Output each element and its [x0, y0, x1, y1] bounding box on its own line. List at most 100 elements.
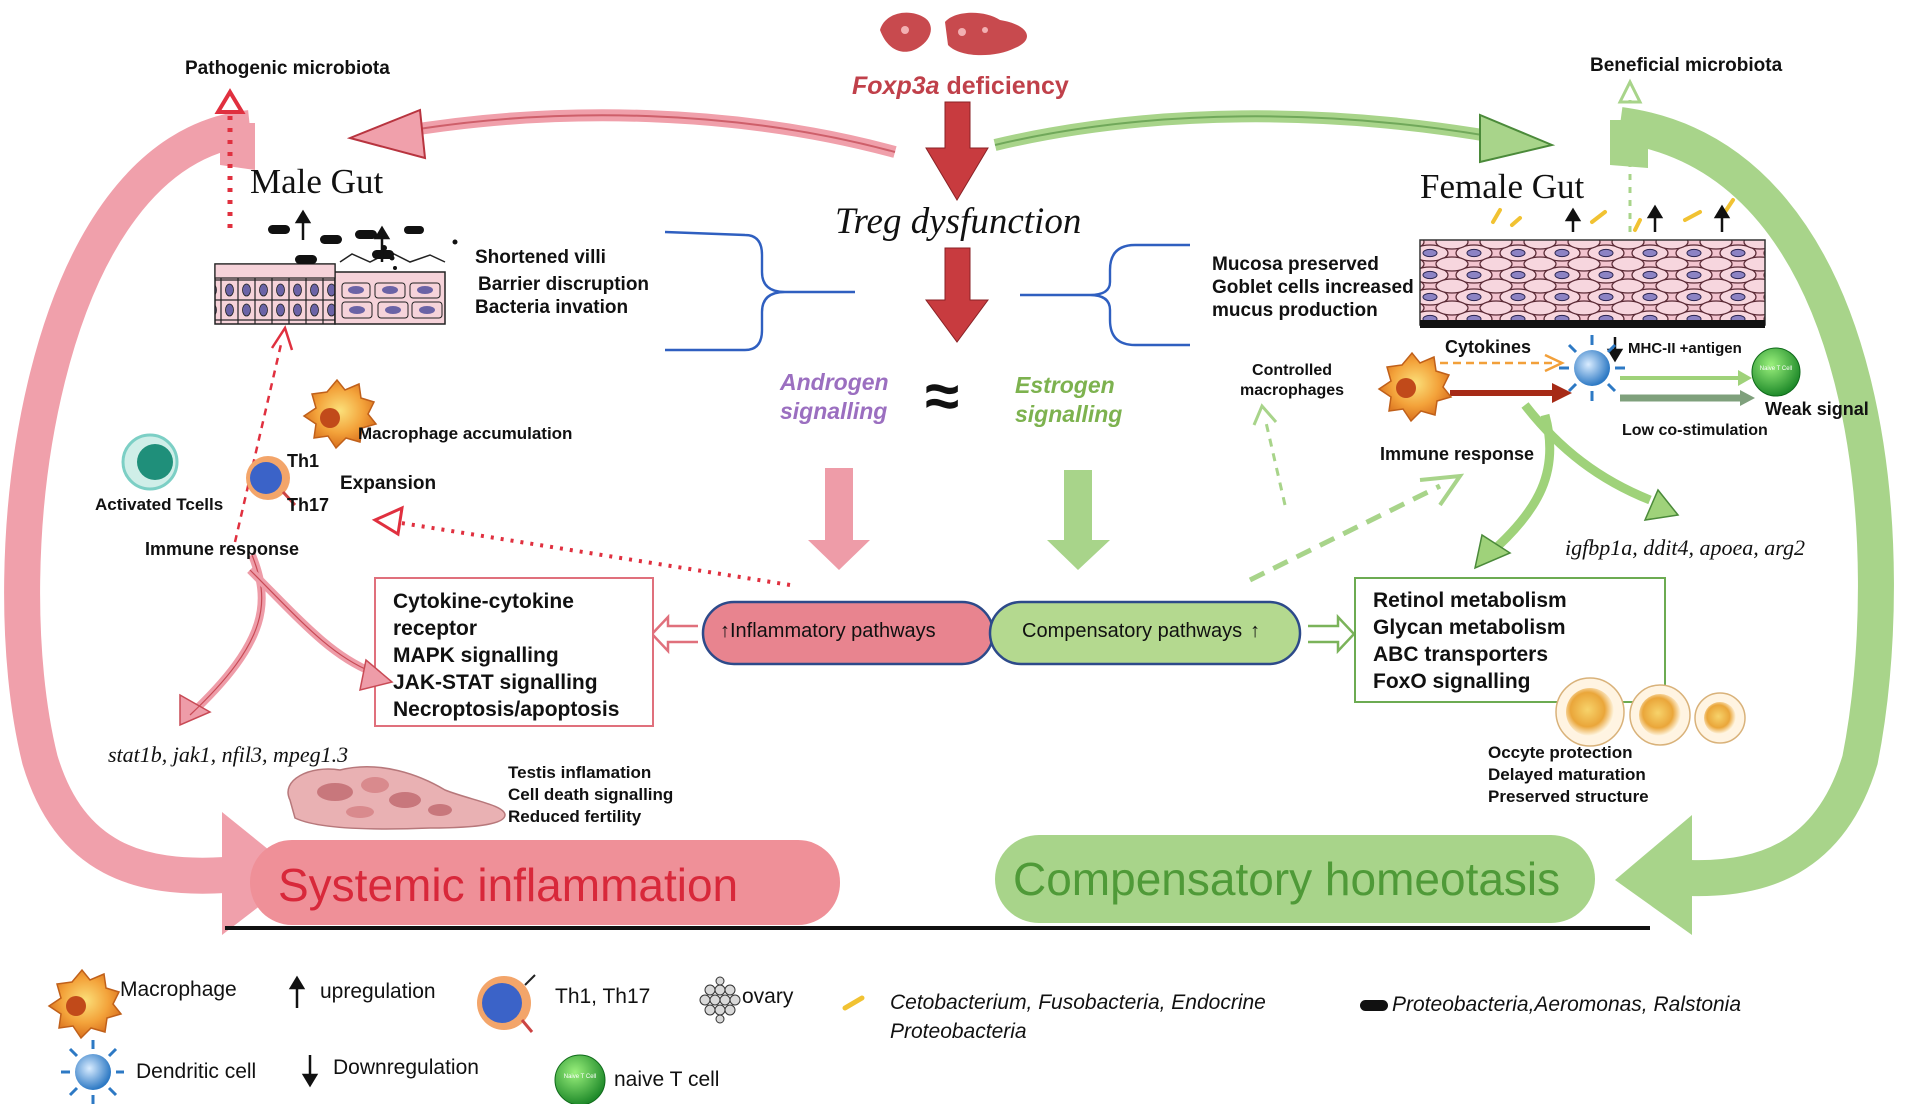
male-gut-up-arrows: [294, 209, 391, 262]
female-loop-arrowhead: [1615, 815, 1692, 935]
arc-female-head: [1479, 113, 1556, 164]
th-cell-icon: [246, 456, 297, 507]
female-bracket: [1020, 243, 1190, 347]
inflammatory-text: Inflammatory pathways: [730, 620, 936, 642]
treg-dysfunction-label: Treg dysfunction: [835, 201, 1082, 242]
female-pathway-list: Retinol metabolism Glycan metabolism ABC…: [1373, 587, 1567, 695]
systemic-inflammation-label: Systemic inflammation: [278, 859, 739, 911]
dashed-immune-to-gut: [233, 339, 284, 543]
legend-th-label: Th1, Th17: [555, 985, 651, 1008]
pathogenic-bacteria-male: [268, 225, 458, 270]
legend-upregulation-label: upregulation: [320, 980, 436, 1003]
female-loop-top-flag: [1610, 120, 1648, 168]
male-pathway-list: Cytokine-cytokine receptor MAPK signalli…: [393, 588, 619, 723]
legend-pathogenic-bacteria-label: Proteobacteria,Aeromonas, Ralstonia: [1392, 993, 1742, 1016]
curve-to-male-genes: [187, 553, 266, 718]
androgen-line-1: Androgen: [780, 369, 889, 395]
legend-dendritic-icon: [61, 1040, 124, 1104]
male-loop-top-flag: [220, 123, 255, 170]
inflammatory-pathways-label: ↑Inflammatory pathways: [720, 620, 936, 643]
female-pathway-box: [1354, 577, 1666, 703]
legend-th-icon: [477, 974, 536, 1033]
legend-beneficial-bacteria-icon: [842, 995, 865, 1011]
dashed-to-controlled-macrophages: [1263, 417, 1287, 506]
compensatory-homeotasis-label: Compensatory homeotasis: [1013, 853, 1561, 905]
female-gut-up-arrows: [1564, 204, 1731, 232]
male-effect-2: Barrier discruption: [478, 274, 650, 295]
female-effect-1: Mucosa preserved: [1212, 254, 1379, 275]
dashed-compensatory-to-immune: [1248, 483, 1442, 583]
male-pathway-box: [374, 577, 654, 727]
male-pathway-1: Cytokine-cytokine: [393, 590, 574, 613]
female-pathway-3: ABC transporters: [1373, 643, 1549, 666]
female-pathway-4: FoxO signalling: [1373, 670, 1531, 693]
dendritic-cell-icon: [1559, 335, 1625, 401]
th1-label: Th1: [287, 451, 320, 471]
female-pathway-1: Retinol metabolism: [1373, 589, 1567, 612]
testis-icon: [287, 766, 506, 830]
low-costimulation-label: Low co-stimulation: [1622, 422, 1768, 439]
legend-macrophage-label: Macrophage: [120, 978, 237, 1001]
male-pathway-5: Necroptosis/apoptosis: [393, 698, 620, 721]
ovary-eggs-icon: [1555, 677, 1746, 747]
compensatory-homeotasis-pill: [995, 835, 1595, 923]
female-gut-title: Female Gut: [1420, 167, 1585, 206]
foxp3a-gene: Foxp3a: [852, 72, 940, 100]
ovary-effect-3: Preserved structure: [1488, 787, 1649, 806]
compensatory-text: Compensatory pathways: [1022, 620, 1243, 642]
ovary-effect-2: Delayed maturation: [1488, 765, 1646, 784]
legend-beneficial-line-1: Cetobacterium, Fusobacteria, Endocrine: [890, 991, 1266, 1014]
curve-to-female-genes: [1521, 402, 1652, 505]
male-genes-label: stat1b, jak1, nfil3, mpeg1.3: [108, 742, 349, 767]
ovary-effect-1: Occyte protection: [1488, 743, 1633, 762]
male-gut-tissue: [214, 251, 446, 325]
approx-symbol: ≈: [925, 362, 960, 431]
male-pathway-2: receptor: [393, 617, 478, 640]
legend-ovary-icon: [699, 976, 741, 1024]
legend-naive-icon: Naive T Cell: [554, 1054, 606, 1104]
systemic-inflammation-pill: [250, 840, 840, 925]
testis-effect-2: Cell death signalling: [508, 785, 674, 804]
legend-down-arrow: [301, 1055, 319, 1088]
legend-beneficial-line-2: Proteobacteria: [890, 1020, 1027, 1043]
female-genes-label: igfbp1a, ddit4, apoea, arg2: [1565, 535, 1805, 560]
legend-up-arrow: [288, 975, 306, 1008]
female-effect-3: mucus production: [1212, 300, 1378, 321]
testis-effects: Testis inflamation Cell death signalling…: [508, 762, 673, 828]
gonad-top-icon: [880, 12, 1027, 56]
arrow-to-male-box: [650, 613, 698, 655]
arc-to-male: [399, 109, 897, 158]
arrow-down-2: [925, 247, 989, 343]
th17-label: Th17: [287, 495, 330, 515]
ovary-effects: Occyte protection Delayed maturation Pre…: [1488, 742, 1649, 808]
female-effect-2: Goblet cells increased: [1212, 277, 1414, 298]
mhc-down-arrow: [1606, 337, 1624, 363]
weak-signal-label: Weak signal: [1765, 399, 1869, 419]
pathogenic-microbiota-label: Pathogenic microbiota: [185, 58, 390, 79]
arrow-to-female-box: [1308, 613, 1356, 655]
male-left-loop-arrow: [4, 110, 253, 894]
male-effect-1: Shortened villi: [475, 247, 606, 268]
estrogen-line-2: signalling: [1015, 401, 1123, 427]
mhc-label: MHC-II +antigen: [1628, 340, 1742, 357]
legend-macrophage-icon: [47, 968, 123, 1040]
cytokines-label: Cytokines: [1445, 337, 1532, 357]
curve-to-female-box: [1485, 413, 1555, 559]
estrogen-down-arrow: [1047, 470, 1110, 570]
activated-tcell-icon: [121, 433, 179, 491]
controlled-line-1: Controlled: [1252, 362, 1333, 379]
arrow-down-1: [925, 101, 989, 201]
naive-icon-label-1: Naive T Cell: [1760, 366, 1792, 372]
dotted-inflammatory-to-expansion: [394, 520, 791, 587]
compensatory-pill: [988, 600, 1302, 666]
legend-pathogenic-bacteria-icon: [1360, 1000, 1388, 1011]
legend-naive-label: naive T cell: [614, 1068, 720, 1091]
male-gut-title: Male Gut: [250, 162, 384, 201]
naive-tcell-icon: Naive T Cell: [1751, 347, 1801, 397]
arc-male-head: [346, 108, 427, 160]
